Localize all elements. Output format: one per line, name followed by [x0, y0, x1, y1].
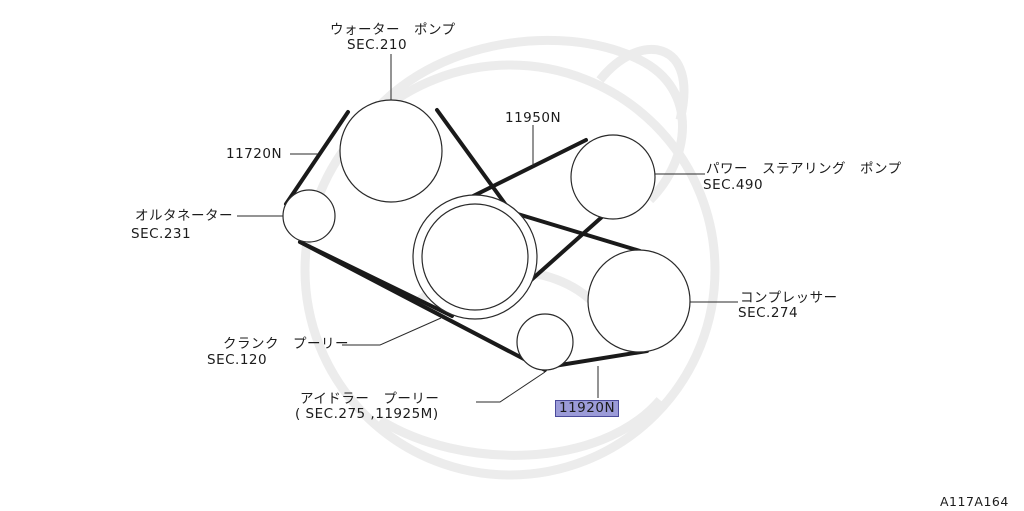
belt-11920n-highlight-link[interactable]: 11920N — [555, 400, 620, 417]
crank-pulley-inner — [421, 203, 529, 311]
crank-pulley-sec: SEC.120 — [207, 352, 268, 368]
power-steering-pulley — [570, 134, 656, 220]
belt-11920n-upper-run — [509, 210, 642, 253]
compressor-pulley — [587, 249, 691, 353]
water-pump-sec: SEC.210 — [347, 37, 408, 53]
watermark-emblem — [300, 35, 720, 480]
water-pump-pulley — [339, 99, 443, 203]
idler-pulley-name: アイドラー プーリー — [300, 391, 440, 407]
belt-11950n-label: 11950N — [505, 110, 562, 126]
belt-11920n-left-run — [298, 240, 547, 372]
belt-11920n-lower-run — [552, 349, 649, 368]
alternator-name: オルタネーター — [135, 208, 233, 224]
idler-pulley-sec: ( SEC.275 ,11925M) — [295, 406, 439, 422]
belt-11720n-label: 11720N — [226, 146, 283, 162]
belt-11720n-right-run — [435, 108, 513, 214]
belt-11720n-left-run — [284, 110, 350, 206]
crank-pulley-name: クランク プーリー — [223, 336, 349, 352]
power-steering-name: パワー ステアリング ポンプ — [706, 161, 902, 177]
pulleys — [282, 99, 691, 371]
figure-code: A117A164 — [940, 494, 1009, 509]
leader-lines — [237, 54, 738, 403]
alternator-sec: SEC.231 — [131, 226, 192, 242]
idler-pulley — [516, 313, 574, 371]
alternator-pulley — [282, 189, 336, 243]
compressor-name: コンプレッサー — [740, 290, 838, 306]
compressor-sec: SEC.274 — [738, 305, 799, 321]
power-steering-sec: SEC.490 — [703, 177, 764, 193]
water-pump-name: ウォーター ポンプ — [330, 22, 456, 38]
